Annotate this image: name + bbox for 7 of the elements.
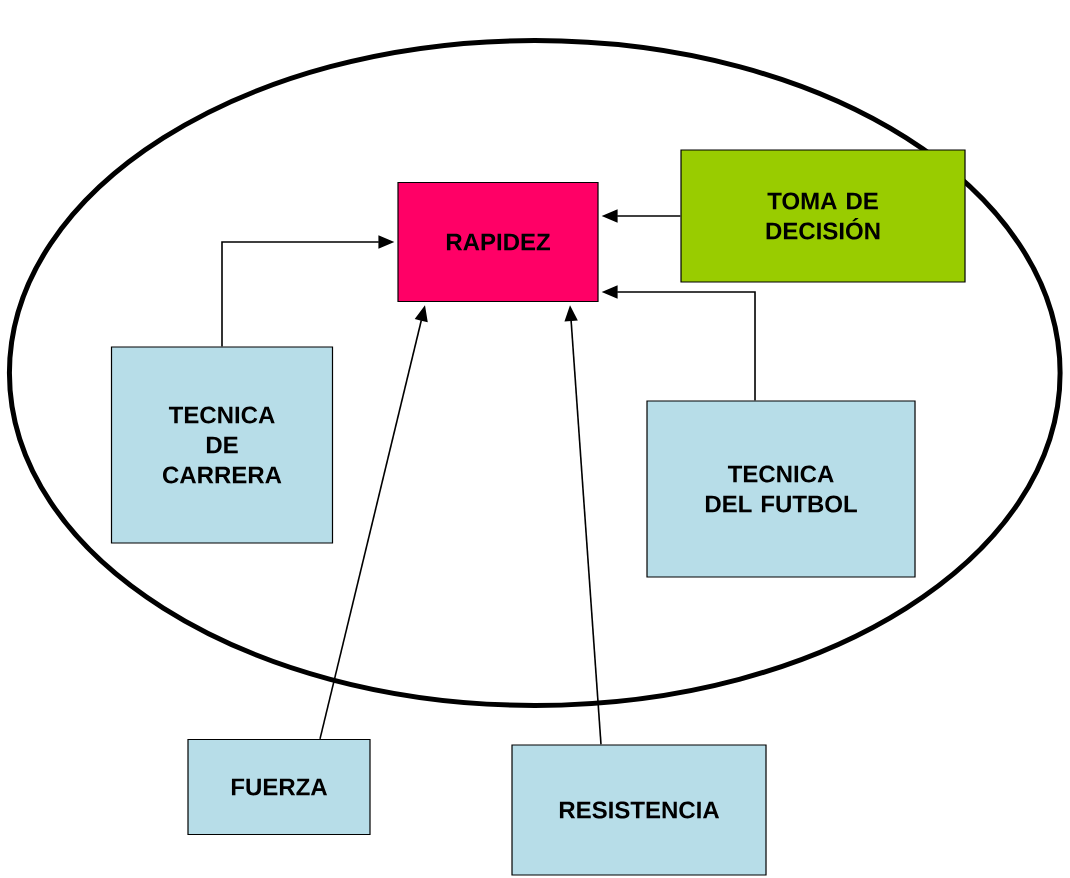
- process-box: FUERZA: [187, 738, 371, 836]
- process-box: TECNICA DE CARRERA: [110, 346, 334, 544]
- process-box: RESISTENCIA: [511, 744, 767, 876]
- process-box: TECNICA DEL FUTBOL: [646, 400, 916, 578]
- process-box: RAPIDEZ: [397, 181, 599, 303]
- ellipse: [6, 38, 1063, 708]
- process-box: TOMA DE DECISIÓN: [680, 149, 966, 283]
